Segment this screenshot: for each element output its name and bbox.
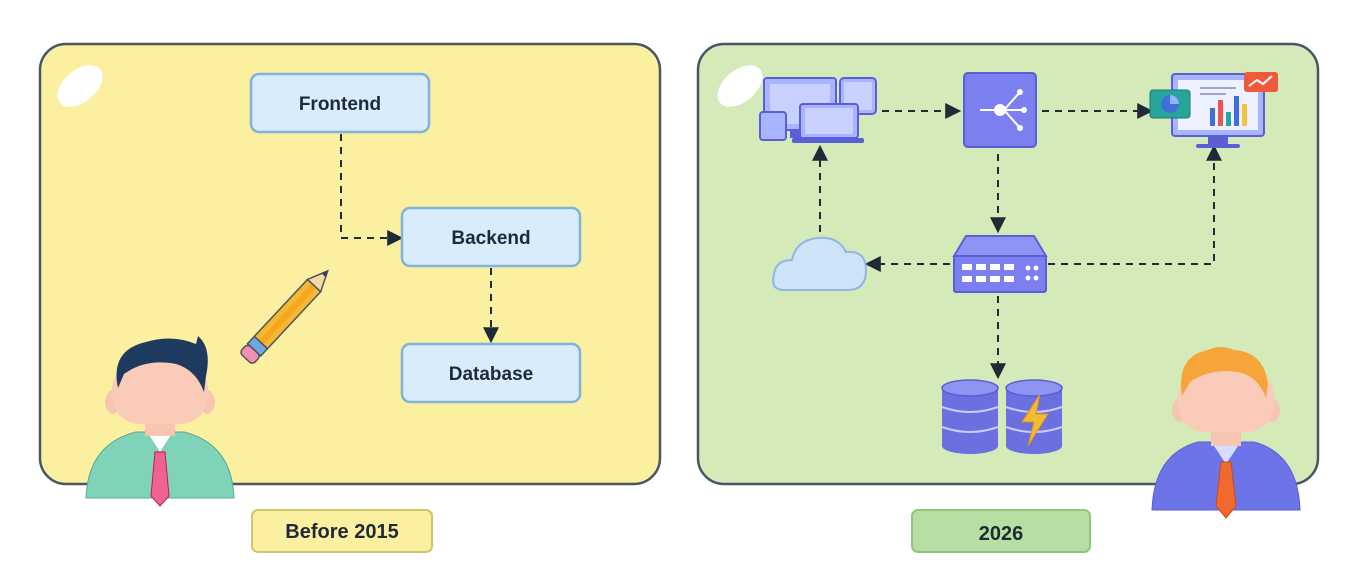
frontend-box: Frontend (249, 72, 431, 134)
backend-label: Backend (451, 228, 530, 249)
right-panel: 2026 (696, 42, 1320, 553)
cache-database-icon (1005, 379, 1063, 454)
right-connectors (812, 103, 1222, 380)
pencil-icon (240, 269, 329, 364)
database-label: Database (449, 364, 534, 385)
right-panel-shine (717, 65, 763, 107)
database-icon (941, 379, 999, 454)
analytics-dashboard-icon (1149, 72, 1278, 148)
connector-server-dashboard (1048, 144, 1222, 265)
connector-frontend-backend (340, 134, 404, 246)
load-balancer-icon (963, 72, 1037, 148)
database-box: Database (400, 342, 582, 404)
left-connectors (340, 134, 499, 344)
before-2015-label: Before 2015 (285, 521, 398, 543)
backend-box: Backend (400, 206, 582, 268)
left-panel: Frontend Backend Database (38, 42, 662, 553)
before-2015-caption: Before 2015 (251, 509, 433, 553)
frontend-label: Frontend (299, 94, 381, 115)
2026-caption: 2026 (911, 509, 1091, 553)
developer-avatar-icon (85, 336, 235, 507)
left-panel-shine (57, 65, 103, 107)
devices-icon (759, 77, 877, 143)
server-icon (952, 235, 1048, 293)
cloud-icon (772, 236, 868, 291)
2026-label: 2026 (979, 523, 1024, 545)
developer-avatar-icon (1151, 347, 1301, 519)
